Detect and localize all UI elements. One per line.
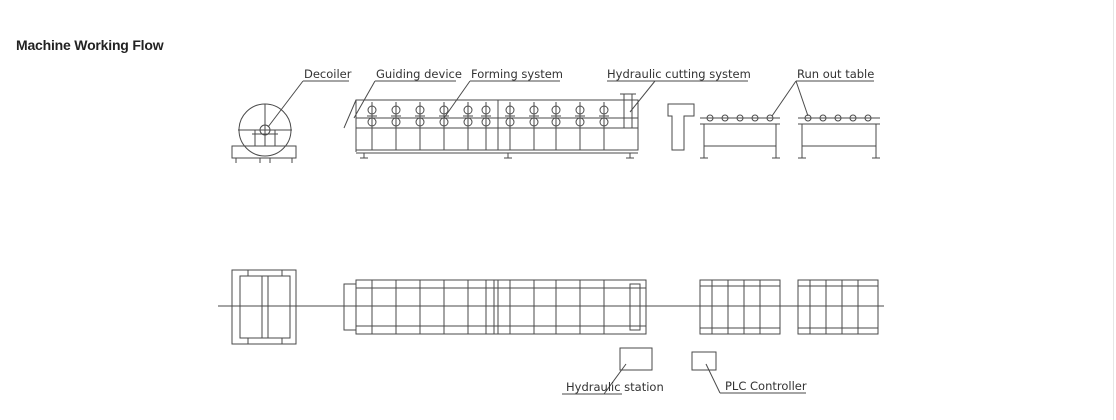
label-guiding-device: Guiding device bbox=[376, 67, 462, 81]
label-decoiler: Decoiler bbox=[304, 67, 352, 81]
section-title: Machine Working Flow bbox=[16, 37, 164, 53]
roller-station bbox=[575, 102, 585, 150]
roller-station bbox=[439, 102, 449, 150]
run-out-table-2-top bbox=[797, 279, 879, 335]
label-forming-system: Forming system bbox=[471, 67, 563, 81]
roller-station bbox=[415, 102, 425, 150]
run-out-table-1-side bbox=[700, 114, 780, 159]
roller-station bbox=[551, 102, 561, 150]
hydraulic-station-box bbox=[619, 347, 653, 371]
leader-lines-bottom bbox=[562, 363, 806, 395]
label-hydraulic-station: Hydraulic station bbox=[566, 380, 664, 394]
roller-station bbox=[391, 102, 401, 150]
plc-controller-box bbox=[691, 351, 717, 371]
decoiler-side-view bbox=[231, 103, 297, 163]
roller-station bbox=[463, 102, 473, 150]
exit-guide bbox=[667, 103, 695, 151]
decoiler-top-view bbox=[231, 269, 297, 345]
label-plc-controller: PLC Controller bbox=[725, 379, 807, 393]
label-hydraulic-cutting-system: Hydraulic cutting system bbox=[607, 67, 751, 81]
forming-machine-side-view bbox=[343, 93, 639, 159]
roller-station bbox=[505, 102, 515, 150]
roller-station bbox=[481, 102, 491, 150]
roller-station bbox=[367, 102, 377, 150]
run-out-table-2-side bbox=[798, 114, 880, 159]
roller-station bbox=[599, 102, 609, 150]
roller-station bbox=[529, 102, 539, 150]
run-out-table-1-top bbox=[699, 279, 781, 335]
label-run-out-table: Run out table bbox=[797, 67, 874, 81]
leader-lines-top bbox=[267, 80, 874, 128]
forming-machine-top-view bbox=[343, 279, 647, 335]
page-border bbox=[1113, 0, 1114, 420]
